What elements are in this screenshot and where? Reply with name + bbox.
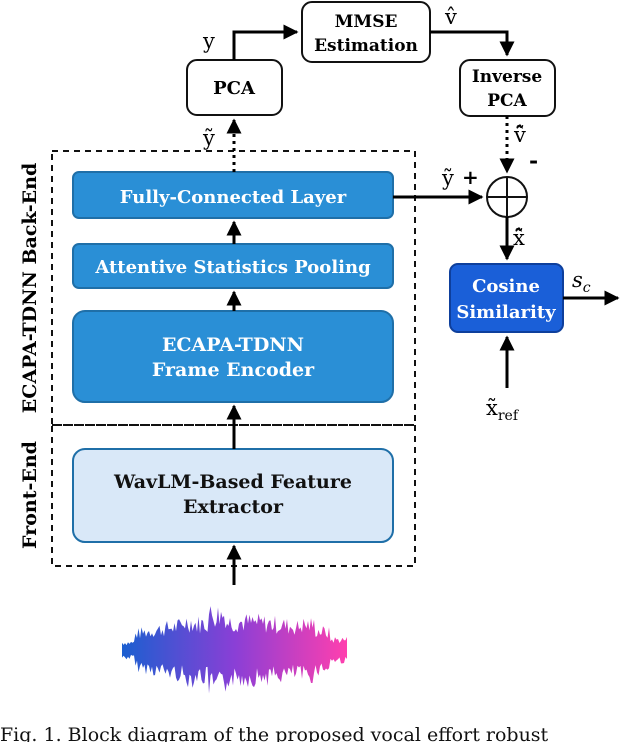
symbol-plus: + bbox=[462, 165, 479, 189]
wavlm-label-line2: Extractor bbox=[183, 496, 284, 518]
figure-caption: Fig. 1. Block diagram of the proposed vo… bbox=[0, 724, 549, 742]
symbol-minus: - bbox=[529, 148, 538, 174]
symbol-y: y bbox=[202, 29, 215, 53]
symbol-v-hat: v̂ bbox=[444, 5, 457, 29]
mmse-label-line1: MMSE bbox=[335, 12, 398, 32]
ecapa-label-line2: Frame Encoder bbox=[152, 359, 315, 381]
symbol-x-hat-tilde: x̂̃ bbox=[513, 226, 525, 250]
cosine-label-line2: Similarity bbox=[456, 302, 556, 323]
symbol-v-hat-tilde: v̂̃ bbox=[513, 123, 526, 147]
ecapa-frame-encoder-block bbox=[72, 310, 394, 403]
arrow-pca-to-mmse bbox=[232, 24, 299, 60]
symbol-s-c: sc bbox=[572, 268, 591, 296]
backend-label: ECAPA-TDNN Back-End bbox=[19, 163, 41, 414]
connections bbox=[226, 24, 620, 585]
attentive-pooling-label: Attentive Statistics Pooling bbox=[94, 257, 371, 278]
mmse-label-line2: Estimation bbox=[314, 36, 418, 56]
ecapa-label-line1: ECAPA-TDNN bbox=[162, 334, 304, 356]
frontend-label: Front-End bbox=[19, 441, 41, 549]
fully-connected-layer-label: Fully-Connected Layer bbox=[120, 187, 347, 208]
symbol-y-tilde-sum: ỹ bbox=[441, 166, 454, 190]
inverse-pca-label-line2: PCA bbox=[487, 91, 527, 111]
cosine-label-line1: Cosine bbox=[472, 276, 540, 297]
inverse-pca-label-line1: Inverse bbox=[472, 67, 543, 87]
symbol-y-tilde-pca: ỹ bbox=[202, 126, 215, 150]
audio-waveform bbox=[122, 606, 347, 694]
waveform-shape bbox=[122, 606, 347, 694]
symbol-x-ref: x̃ref bbox=[486, 396, 520, 424]
arrow-mmse-to-inverse-pca bbox=[430, 30, 515, 57]
wavlm-label-line1: WavLM-Based Feature bbox=[113, 471, 352, 493]
summation-node bbox=[486, 176, 528, 218]
pca-label: PCA bbox=[213, 78, 256, 99]
